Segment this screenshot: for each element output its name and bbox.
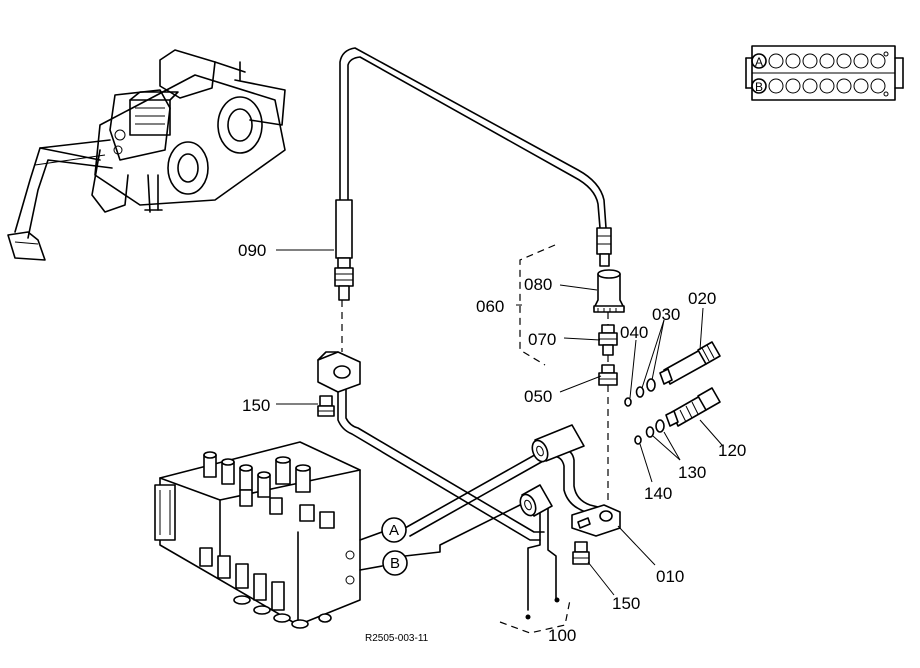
leader-lines: [276, 249, 723, 596]
label-part-060: 060: [476, 297, 504, 316]
label-part-120: 120: [718, 441, 746, 460]
label-part-150-upper: 150: [242, 396, 270, 415]
sleeve-upper: [531, 424, 585, 463]
fitting-070: [598, 324, 618, 356]
schematic-port-circles: [768, 51, 889, 97]
pipe-assembly-100: [337, 389, 611, 620]
label-part-070: 070: [528, 330, 556, 349]
label-part-020: 020: [688, 289, 716, 308]
group-bracket-100: [499, 599, 571, 634]
clamp-010: [571, 504, 621, 537]
backhoe-tractor-illustration: [7, 49, 286, 261]
o-rings: [624, 378, 665, 445]
bolt-150-lower: [572, 541, 590, 565]
port-a-label: A: [389, 522, 399, 539]
port-b-callout: B: [382, 550, 408, 576]
fitting-080: [593, 269, 625, 313]
control-valve-block: [154, 441, 361, 629]
fitting-050: [598, 364, 618, 386]
fitting-020: [659, 341, 721, 385]
port-a-callout: A: [381, 517, 407, 543]
valve-spools-top: [203, 451, 335, 529]
valve-spools-bottom: [199, 547, 332, 629]
hose-assembly: [334, 47, 612, 301]
label-part-100: 100: [548, 626, 576, 645]
label-part-050: 050: [524, 387, 552, 406]
label-part-040: 040: [620, 323, 648, 342]
sleeve-lower: [519, 484, 553, 517]
hose-end-090: [335, 199, 353, 259]
label-part-150-lower: 150: [612, 594, 640, 613]
label-part-010: 010: [656, 567, 684, 586]
label-part-140: 140: [644, 484, 672, 503]
schematic-port-a-label: A: [755, 55, 763, 69]
label-part-130: 130: [678, 463, 706, 482]
label-part-030: 030: [652, 305, 680, 324]
fitting-120: [665, 387, 721, 427]
schematic-port-b-label: B: [755, 80, 763, 94]
label-part-090: 090: [238, 241, 266, 260]
bolt-150-upper: [317, 395, 335, 417]
valve-port-schematic: A B: [745, 45, 904, 101]
clamp-upper: [317, 351, 361, 393]
drawing-reference-code: R2505-003-11: [365, 633, 429, 644]
port-b-label: B: [390, 555, 400, 572]
label-part-080: 080: [524, 275, 552, 294]
